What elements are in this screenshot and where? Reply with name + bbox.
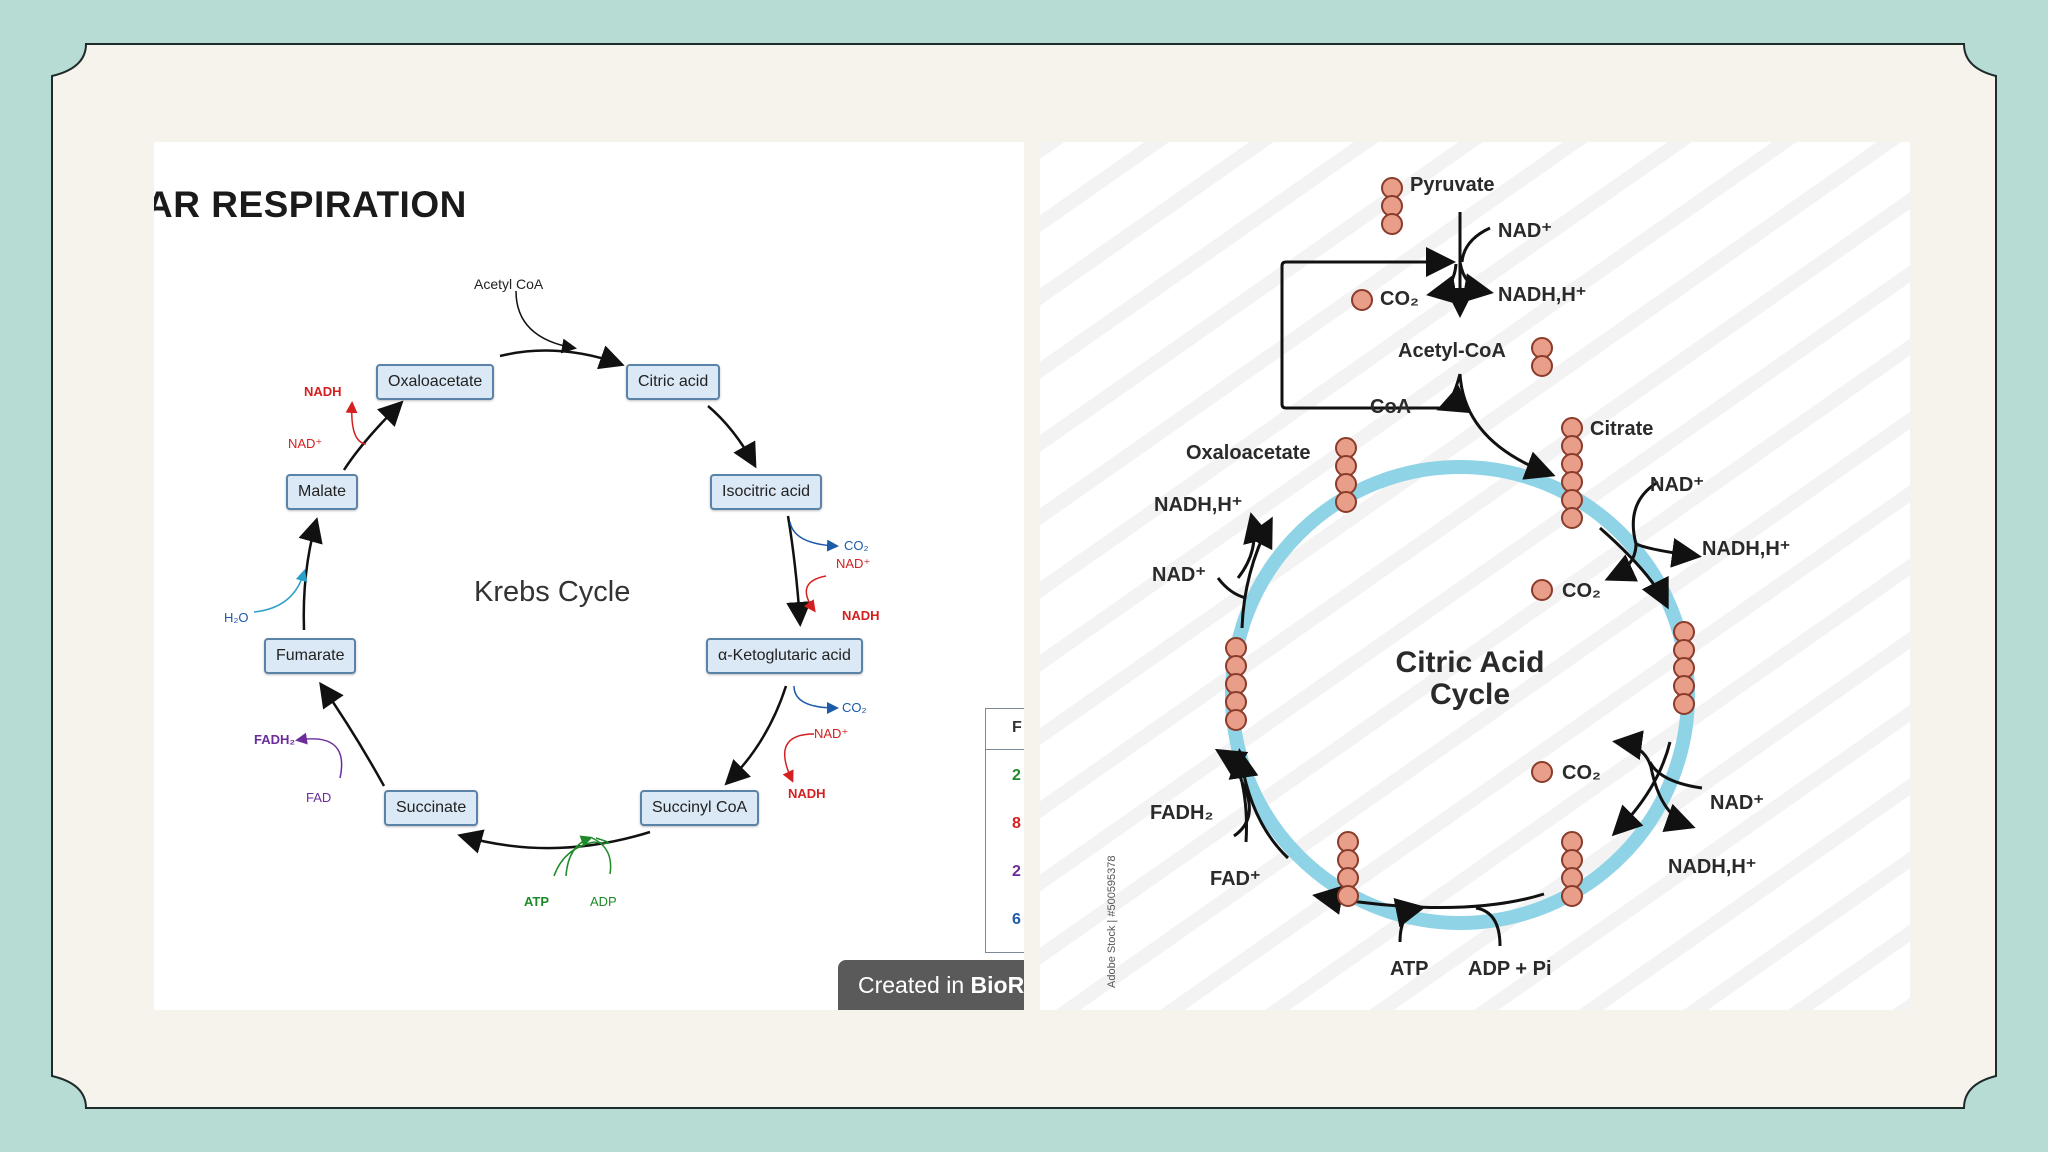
label-atp: ATP: [1390, 958, 1429, 980]
stock-watermark: Adobe Stock | #500595378: [1106, 855, 1118, 988]
label-coa: CoA: [1370, 396, 1412, 418]
legend-head: F: [1012, 719, 1022, 736]
label-nadh-3: NADH: [788, 786, 826, 801]
title-line-2: Cycle: [1429, 678, 1511, 711]
label-oxaloacetate: Oxaloacetate: [1186, 442, 1311, 464]
citric-cycle-diagram: [1040, 142, 1910, 1010]
legend-table: F 2 8 2 6: [985, 708, 1024, 953]
node-isocitric-acid: Isocitric acid: [710, 474, 823, 510]
label-nad-2: NAD⁺: [836, 556, 871, 571]
label-co2-1: CO₂: [844, 538, 869, 553]
label-acetyl-coa: Acetyl-CoA: [1398, 340, 1506, 362]
label-adp-pi: ADP + Pi: [1468, 958, 1552, 980]
legend-row: 2: [1012, 863, 1021, 880]
node-ketoglutaric-acid: α-Ketoglutaric acid: [706, 638, 863, 674]
biorender-watermark: Created in BioR: [838, 960, 1024, 1010]
legend-row: 8: [1012, 815, 1021, 832]
label-nad-3: NAD⁺: [814, 726, 849, 741]
node-citric-acid: Citric acid: [626, 364, 721, 400]
page-title: AR RESPIRATION: [154, 184, 467, 225]
label-adp: ADP: [590, 894, 617, 909]
label-nad-left: NAD⁺: [1152, 564, 1206, 586]
label-fadh2: FADH₂: [1150, 802, 1214, 824]
label-nad-1: NAD⁺: [288, 436, 323, 451]
label-nad-right-1: NAD⁺: [1650, 474, 1704, 496]
node-fumarate: Fumarate: [264, 638, 357, 674]
label-nadh-left: NADH,H⁺: [1154, 494, 1243, 516]
krebs-cycle-panel: AR RESPIRATION Krebs Cycle Oxaloacetate …: [154, 142, 1024, 1010]
label-co2-top: CO₂: [1380, 288, 1419, 310]
label-nad-top: NAD⁺: [1498, 220, 1552, 242]
label-co2-2: CO₂: [842, 700, 867, 715]
label-citrate: Citrate: [1590, 418, 1654, 440]
node-succinate: Succinate: [384, 790, 479, 826]
node-succinyl-coa: Succinyl CoA: [640, 790, 760, 826]
label-acetyl-coa: Acetyl CoA: [474, 276, 544, 292]
label-nadh-2: NADH: [842, 608, 880, 623]
label-nad-right-2: NAD⁺: [1710, 792, 1764, 814]
legend-row: 2: [1012, 767, 1021, 784]
label-nadh-1: NADH: [304, 384, 342, 399]
krebs-cycle-title: Krebs Cycle: [474, 576, 631, 608]
krebs-cycle-arrows: [253, 290, 839, 877]
title-line-1: Citric Acid: [1395, 646, 1545, 679]
label-pyruvate: Pyruvate: [1410, 174, 1495, 196]
watermark-brand: BioR: [970, 972, 1024, 998]
label-fad: FAD: [306, 790, 332, 805]
label-nadh-right-2: NADH,H⁺: [1668, 856, 1757, 878]
label-fad: FAD⁺: [1210, 868, 1261, 890]
label-co2-right-1: CO₂: [1562, 580, 1601, 602]
label-atp: ATP: [524, 894, 550, 909]
legend-row: 6: [1012, 911, 1021, 928]
watermark-prefix: Created in: [858, 972, 971, 998]
node-oxaloacetate: Oxaloacetate: [376, 364, 495, 400]
node-malate: Malate: [286, 474, 359, 510]
label-nadh-top: NADH,H⁺: [1498, 284, 1587, 306]
label-fadh2: FADH₂: [254, 732, 296, 747]
label-h2o: H₂O: [224, 610, 249, 625]
label-nadh-right-1: NADH,H⁺: [1702, 538, 1791, 560]
label-co2-right-2: CO₂: [1562, 762, 1601, 784]
